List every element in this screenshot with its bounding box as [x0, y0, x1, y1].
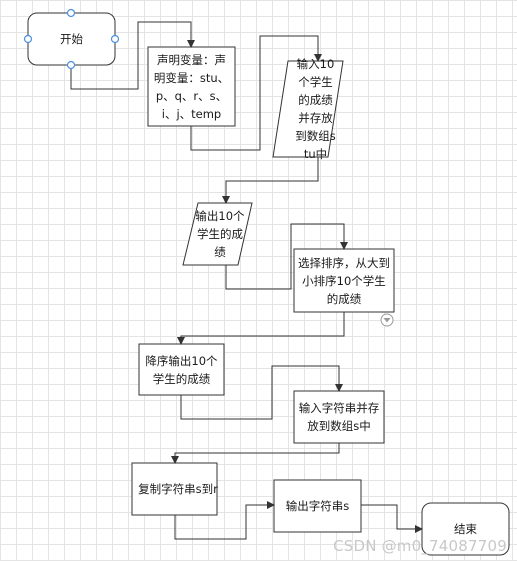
start-label: 开始: [60, 32, 83, 46]
selection-handle-bottom[interactable]: [66, 60, 76, 70]
declare-label: 声明变量：声明变量：stu、p、q、r、s、i、j、temp: [153, 52, 230, 121]
connector-output-string-to-end[interactable]: [361, 504, 423, 533]
output-desc-label: 降序输出10个学生的成绩: [145, 353, 218, 386]
connector-sort-to-desc[interactable]: [177, 312, 345, 345]
output-scores-io-shape[interactable]: [182, 202, 253, 266]
end-label: 结束: [454, 522, 477, 536]
output-string-process-shape[interactable]: [273, 479, 362, 533]
input-scores-label: 输入10个学生的成绩并存放到数组stu中: [295, 57, 336, 161]
watermark: CSDN @m0_74087709: [333, 537, 507, 555]
selection-handle-left[interactable]: [23, 34, 33, 44]
selection-sort-process-shape[interactable]: [293, 248, 395, 313]
selection-handle-top[interactable]: [66, 8, 76, 18]
connector-declare-to-input[interactable]: [190, 35, 322, 151]
output-desc-process-shape[interactable]: [138, 343, 225, 396]
selection-sort-label: 选择排序，从大到小排序10个学生的成绩: [298, 255, 390, 306]
connector-copy-to-output-string[interactable]: [174, 501, 275, 540]
input-scores-io-shape[interactable]: [272, 60, 344, 158]
copy-string-process-shape[interactable]: [131, 462, 218, 516]
connector-output-to-sort[interactable]: [225, 223, 348, 290]
connector-input-to-output[interactable]: [222, 157, 319, 204]
connector-start-to-declare[interactable]: [70, 21, 195, 90]
connector-desc-to-input-string[interactable]: [180, 365, 343, 420]
input-string-label: 输入字符串并存放到数组s中: [298, 401, 380, 433]
expand-toggle-icon[interactable]: [380, 313, 394, 327]
output-string-label: 输出字符串s: [285, 499, 350, 513]
selection-handle-right[interactable]: [110, 34, 120, 44]
connector-input-string-to-copy[interactable]: [171, 443, 340, 464]
declare-process-shape[interactable]: [147, 46, 236, 127]
copy-string-label: 复制字符串s到r: [138, 482, 218, 496]
output-scores-label: 输出10个学生的成绩: [195, 209, 245, 259]
input-string-process-shape[interactable]: [293, 390, 385, 444]
